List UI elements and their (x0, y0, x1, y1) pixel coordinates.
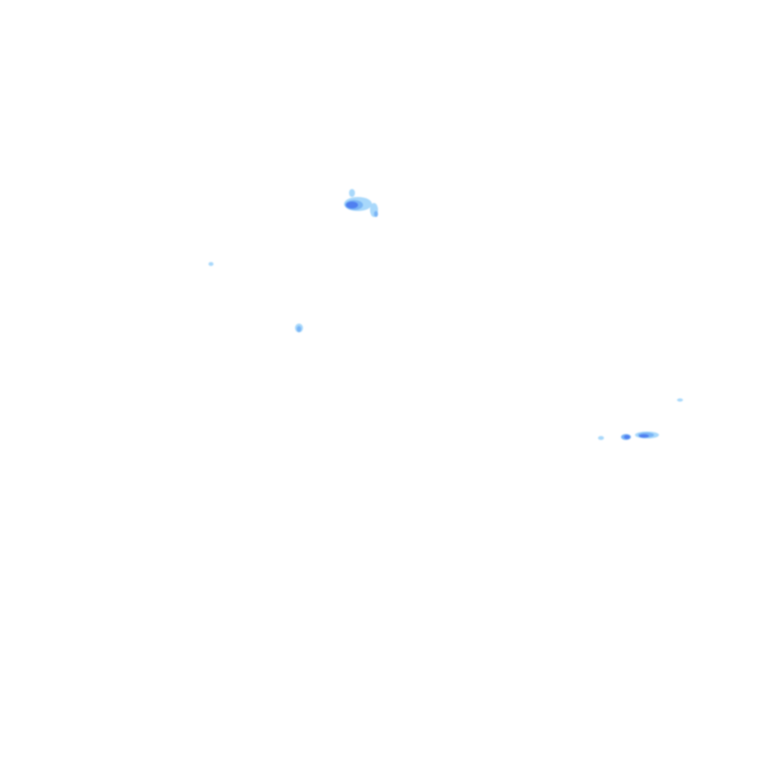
echo-central-core (296, 326, 302, 332)
echo-east-band-core (639, 434, 649, 438)
echo-north-heavy-core (346, 201, 358, 209)
echo-east-left-core (624, 435, 630, 439)
echo-east-far-left (598, 436, 604, 440)
echo-cluster-east (598, 431, 659, 440)
echo-speck-central (295, 323, 303, 333)
echo-speck-east (677, 398, 683, 402)
echo-cluster-north (344, 189, 378, 217)
echo-north-tail-core (374, 211, 378, 217)
echo-west-dot (208, 262, 214, 266)
echo-speck-west (208, 262, 214, 266)
echo-east-dot (677, 398, 683, 402)
echo-north-top-spur (349, 189, 355, 197)
